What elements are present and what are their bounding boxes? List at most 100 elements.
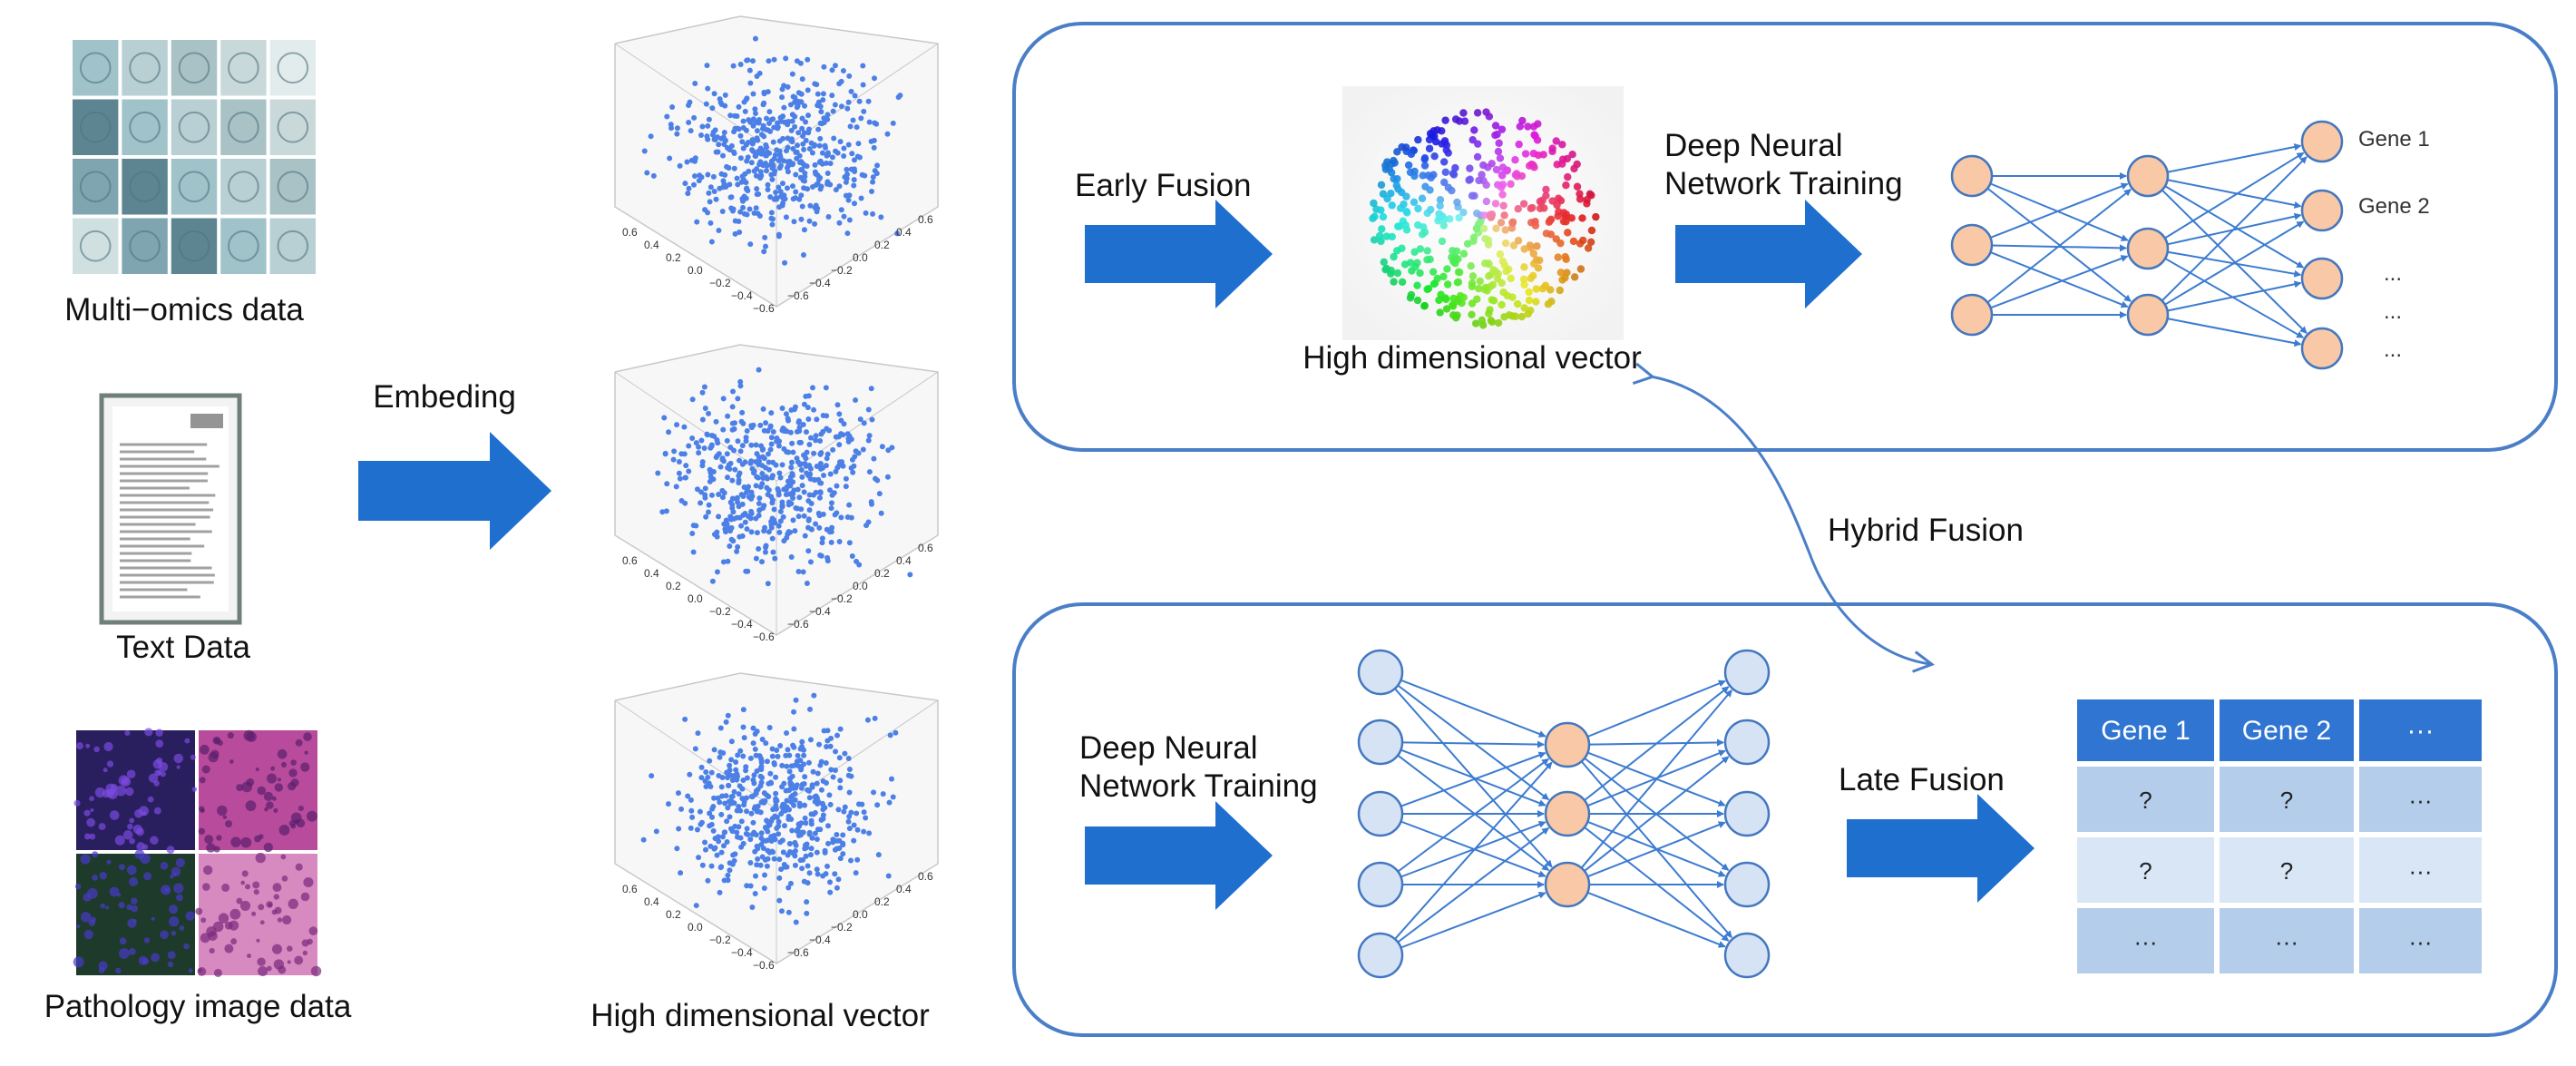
scatter-point [699,416,706,423]
scatter-point [714,529,720,535]
scatter-point [790,93,796,100]
scatter-point [803,463,809,469]
scatter-point [870,210,876,217]
color-point [1468,282,1477,291]
text-data-label: Text Data [116,630,250,665]
scatter-point [841,808,847,815]
pathology-cell [221,883,230,892]
color-point [1465,176,1473,184]
scatter-point [706,116,712,122]
pathology-cell [225,820,233,828]
scatter-point [827,743,834,749]
pathology-cell [74,883,82,890]
pathology-cell [281,875,288,882]
network-edge [1584,756,1730,872]
scatter-point [762,872,768,878]
pathology-cell [227,732,234,739]
scatter-point [691,114,698,121]
scatter-point [786,807,793,813]
scatter-point [707,184,714,191]
color-point [1480,211,1488,220]
scatter-point [668,122,674,128]
scatter-point [749,147,756,153]
scatter-point [799,738,805,745]
pathology-cell [245,800,257,812]
scatter-point [829,67,835,73]
scatter-point [763,740,769,747]
scatter-point [793,171,799,178]
color-point [1370,236,1379,244]
scatter-point [765,181,771,188]
scatter-point [698,437,705,444]
pathology-cell [126,769,136,779]
scatter-point [737,229,743,235]
pathology-cell [153,807,161,815]
color-point [1507,274,1515,283]
pathology-cell [167,961,174,968]
scatter-point [744,808,750,815]
scatter-point [759,125,766,132]
scatter-point [730,63,737,69]
pathology-cell [122,779,127,784]
pathology-cell [129,837,135,845]
omics-tile-pattern [277,52,309,84]
pathology-cell [263,791,274,802]
scatter-point [814,780,820,787]
scatter-point [866,119,873,125]
scatter-grid [614,699,777,810]
color-point [1402,207,1410,216]
scatter-point [683,474,689,481]
scatter-point [815,176,822,182]
scatter-point [803,820,809,826]
scatter-point [684,159,690,165]
scatter-point [722,138,728,144]
early-neural-network [1950,120,2344,370]
scatter-point [707,810,713,817]
color-point [1518,116,1527,125]
scatter-point [708,442,715,448]
scatter-point [822,847,828,854]
scatter-point [779,94,785,101]
color-point [1476,277,1484,286]
scatter-point [719,208,726,214]
scatter-point [808,526,815,533]
scatter-point [842,804,848,810]
scatter-tick: −0.4 [809,277,831,289]
pathology-cell [230,836,241,847]
scatter-point [858,195,864,201]
scatter-point [717,725,724,731]
scatter-point [869,416,875,423]
scatter-point [834,732,841,738]
omics-tile-pattern [79,111,112,143]
scatter-point [817,186,824,192]
scatter-point [789,440,795,446]
scatter-tick: −0.2 [831,264,853,277]
scatter-point [734,175,740,181]
scatter-point [778,811,785,817]
scatter-point [736,477,742,484]
table-header-cell [2077,699,2214,761]
scatter-point [723,517,729,523]
scatter-point [744,427,750,434]
scatter-point [774,147,780,153]
scatter-point [774,435,780,441]
color-point [1480,285,1488,293]
scatter-point [727,814,733,820]
scatter-point [739,139,746,145]
omics-tile [220,99,267,155]
scatter-point [746,67,753,73]
pathology-cell [131,905,138,913]
scatter-point [759,736,766,742]
pathology-cell [245,884,251,890]
scatter-point [716,513,722,520]
pathology-cell [134,809,143,818]
color-point [1390,252,1398,261]
scatter-point [713,196,719,202]
scatter-point [823,871,829,877]
pathology-cell [259,920,265,925]
scatter-point [757,169,764,175]
scatter-point [785,747,791,753]
omics-tile [269,40,316,96]
scatter-point [683,463,689,469]
